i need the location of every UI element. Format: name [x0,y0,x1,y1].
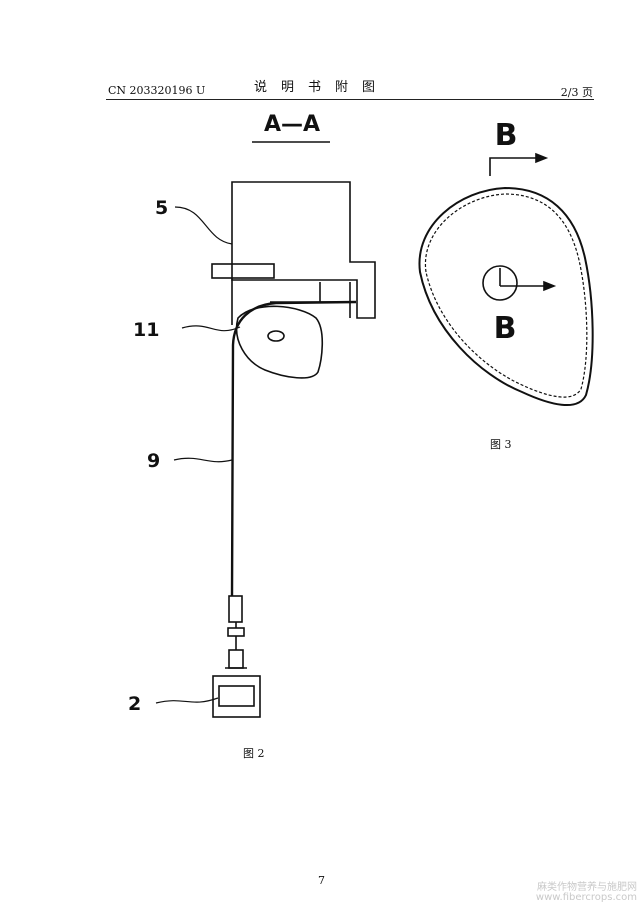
section-marker-b-center: B [494,311,517,346]
clamp-window [218,685,255,707]
section-marker-b-top: B [495,118,518,153]
part-label-5: 5 [155,197,168,219]
watermark-line-1: 麻类作物营养与施肥网 [537,882,637,893]
caption-figure-3: 图 3 [490,438,512,451]
connector-sleeve [228,595,243,623]
cable [230,300,357,597]
leader-11 [181,325,241,332]
cam-body [235,305,324,379]
housing-body [231,181,376,319]
figure-3: B B [418,118,594,407]
leader-5 [174,206,233,245]
shaft-circle [482,265,518,301]
page-number: 7 [318,874,325,887]
leader-2 [155,697,219,704]
cam-profile-outer [418,186,594,407]
part-label-9: 9 [147,450,160,472]
section-label-a-a: A—A [264,112,320,137]
part-label-11: 11 [133,319,159,341]
bracket-plate [211,263,275,279]
cam-profile-inner [424,193,588,398]
patent-number: CN 203320196 U [108,84,206,97]
watermark-line-2: www.fibercrops.com [535,892,637,903]
header-rule [106,99,594,100]
leader-9 [173,457,233,463]
figure-2: A—A 5 11 9 2 [128,112,376,718]
header-title: 说明书附图 [253,80,389,95]
section-arrow-head [535,152,549,164]
caption-figure-2: 图 2 [243,747,265,760]
connector-bolt [228,649,244,669]
connector-nut [227,627,245,637]
section-arrow-shaft [489,157,536,176]
cam-hole [267,330,285,342]
section-arrow-b-head [543,280,557,292]
clamp-body [212,675,261,718]
page-of: 2/3 页 [560,86,593,99]
part-label-2: 2 [128,693,141,715]
